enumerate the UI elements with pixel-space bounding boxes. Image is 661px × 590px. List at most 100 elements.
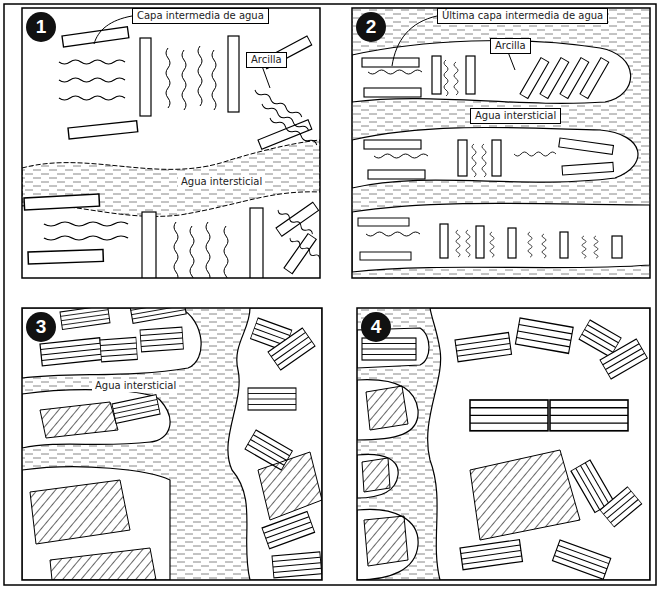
panel-two-part xyxy=(559,138,614,154)
panel-four-part xyxy=(357,308,650,580)
label-text: Arcilla xyxy=(251,54,282,65)
panel-two-part xyxy=(440,224,448,258)
panel-four-part xyxy=(470,450,580,540)
panel-three-part xyxy=(248,388,296,410)
panel-three-part xyxy=(262,512,315,549)
label-text: Capa intermedia de agua xyxy=(137,10,264,21)
panel-two-part xyxy=(362,58,419,67)
panel-one-part xyxy=(276,202,319,236)
panel-two-part xyxy=(374,154,428,158)
panel-two-part xyxy=(458,140,467,176)
panel-two-part xyxy=(490,232,494,257)
label-box: Capa intermedia de agua xyxy=(132,8,269,24)
panel-two-part xyxy=(352,8,650,278)
panel-one-part xyxy=(44,236,128,240)
panel-one-part xyxy=(44,222,128,226)
panel-four-part xyxy=(552,540,610,579)
callout-text: 4 xyxy=(371,316,382,337)
panel-two-part xyxy=(528,232,532,257)
panel-one-part xyxy=(250,208,263,278)
callout-text: 2 xyxy=(366,16,377,37)
panel-three-part xyxy=(22,308,201,378)
panel-two-part xyxy=(514,152,556,156)
panel-two-part xyxy=(454,62,458,95)
panel-three-part xyxy=(50,548,156,580)
panel-three-part xyxy=(100,337,137,361)
panel-three-part xyxy=(22,467,170,580)
panel-four-part xyxy=(600,487,642,527)
panel-four-part xyxy=(362,338,416,360)
panel-one-part xyxy=(284,234,316,274)
panel-one-part xyxy=(142,212,156,278)
panel-two-part xyxy=(476,226,484,258)
panel-one-part xyxy=(224,226,228,278)
panel-four-part xyxy=(362,458,390,492)
leader-line-part xyxy=(262,66,270,88)
panel-two-part xyxy=(364,88,421,97)
callout-number: 1 xyxy=(26,12,56,42)
panel-two-part xyxy=(542,234,546,258)
panel-three-part xyxy=(60,308,110,329)
callout-number: 3 xyxy=(26,312,56,342)
panel-two-part xyxy=(358,218,409,226)
panel-two-part xyxy=(482,144,486,177)
panel-three-part xyxy=(272,552,322,578)
leader-line xyxy=(94,16,515,88)
panel-three-part xyxy=(228,308,322,580)
callout-text: 3 xyxy=(36,316,47,337)
panel-two-part xyxy=(612,236,622,258)
panel-one-part xyxy=(62,27,129,47)
panel-four-part xyxy=(600,339,647,379)
panel-two-part xyxy=(352,127,638,188)
panel-one xyxy=(22,27,320,278)
label-text: Última capa intermedia de agua xyxy=(442,10,603,21)
label-text: Arcilla xyxy=(495,40,526,51)
panel-frame xyxy=(352,8,650,278)
panel-two-part xyxy=(472,144,476,177)
panel-two-part xyxy=(352,203,650,272)
leader-line-part xyxy=(94,16,132,44)
panel-two-part xyxy=(364,140,421,149)
panel-three-part xyxy=(112,395,160,424)
panel-one-part xyxy=(59,60,125,64)
panel-four-part xyxy=(460,540,522,570)
panel-three-part xyxy=(22,308,322,580)
panel-one-part xyxy=(289,236,320,260)
label-box: Arcilla xyxy=(490,38,531,54)
panel-one-part xyxy=(59,96,125,100)
panel-one-part xyxy=(140,38,151,116)
leader-line-part xyxy=(508,52,515,70)
panel-two-part xyxy=(560,232,568,258)
panel-four-part xyxy=(515,318,573,353)
panel-two-part xyxy=(580,58,609,99)
panel-two-part xyxy=(466,230,470,257)
panel-one-part xyxy=(24,194,100,210)
panel-three-part xyxy=(130,308,186,323)
panel-two-part xyxy=(594,236,598,258)
panel-frame xyxy=(22,308,322,580)
panel-three-part xyxy=(40,338,102,366)
panel-two-part xyxy=(432,56,441,94)
label-box: Agua intersticial xyxy=(470,108,561,124)
panel-three-part xyxy=(22,390,170,448)
panel-two-part xyxy=(366,232,420,236)
panel-four-part xyxy=(470,400,548,431)
panel-two-part xyxy=(508,228,516,258)
outer-frame xyxy=(4,4,656,585)
panel-three-part xyxy=(30,480,130,544)
panel-two-part xyxy=(360,252,411,260)
panel-two-part xyxy=(456,230,460,257)
water-label: Agua intersticial xyxy=(178,176,265,188)
label-text: Agua intersticial xyxy=(475,110,556,121)
panel-one-part xyxy=(258,120,312,150)
leader-line-part xyxy=(392,16,437,66)
water-label: Agua intersticial xyxy=(92,380,179,392)
panel-one-part xyxy=(212,50,216,110)
panel-two-part xyxy=(368,170,425,179)
panel-one-part xyxy=(68,121,138,139)
panel-one-part xyxy=(269,116,318,146)
panel-three-part xyxy=(268,328,315,370)
panel-one-part xyxy=(198,46,202,106)
